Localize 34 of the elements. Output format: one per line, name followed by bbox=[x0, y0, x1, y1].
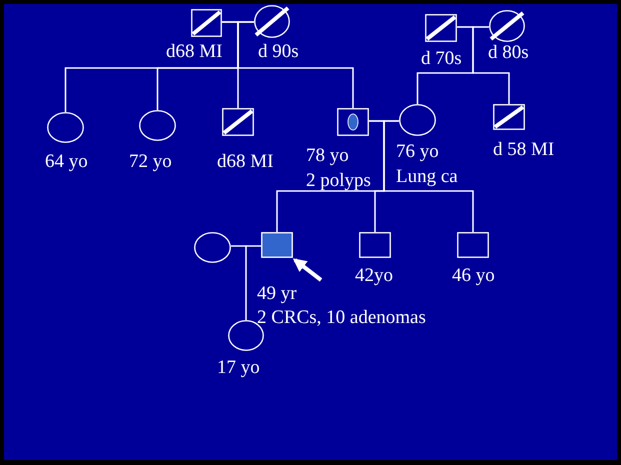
square-symbol-deceased bbox=[191, 9, 222, 37]
square-symbol bbox=[359, 232, 391, 258]
square-symbol bbox=[261, 232, 293, 258]
square-symbol-deceased bbox=[425, 14, 457, 42]
annotation-text: 72 yo bbox=[129, 151, 172, 173]
circle-symbol bbox=[194, 232, 231, 263]
circle-symbol-deceased bbox=[489, 10, 525, 42]
circle-symbol bbox=[47, 112, 84, 143]
annotation-text: 2 CRCs, 10 adenomas bbox=[257, 307, 426, 329]
annotation-text: 17 yo bbox=[217, 357, 260, 379]
annotation-text: 2 polyps bbox=[306, 170, 371, 192]
square-symbol-deceased bbox=[222, 108, 254, 136]
square-symbol bbox=[337, 108, 369, 136]
annotation-text: d68 MI bbox=[217, 151, 274, 173]
circle-symbol bbox=[139, 110, 176, 141]
annotation-text: 78 yo bbox=[306, 145, 349, 167]
annotation-text: 76 yo bbox=[396, 141, 439, 163]
annotation-text: 42yo bbox=[355, 265, 393, 287]
annotation-text: d 80s bbox=[488, 42, 529, 64]
pedigree-line bbox=[245, 245, 261, 320]
annotation-text: d 90s bbox=[258, 41, 299, 63]
pedigree-line bbox=[472, 26, 510, 104]
annotation-text: d68 MI bbox=[166, 41, 222, 63]
annotation-text: Lung ca bbox=[396, 166, 458, 188]
annotation-text: 46 yo bbox=[452, 265, 495, 287]
annotation-text: 64 yo bbox=[45, 151, 88, 173]
square-symbol-deceased bbox=[493, 104, 525, 130]
circle-symbol-deceased bbox=[254, 5, 290, 38]
annotation-text: 49 yr bbox=[257, 283, 297, 305]
annotation-text: d 58 MI bbox=[493, 139, 554, 161]
circle-symbol bbox=[399, 104, 436, 136]
annotation-text: d 70s bbox=[421, 48, 462, 70]
arrow bbox=[292, 258, 322, 282]
square-symbol bbox=[457, 232, 489, 258]
